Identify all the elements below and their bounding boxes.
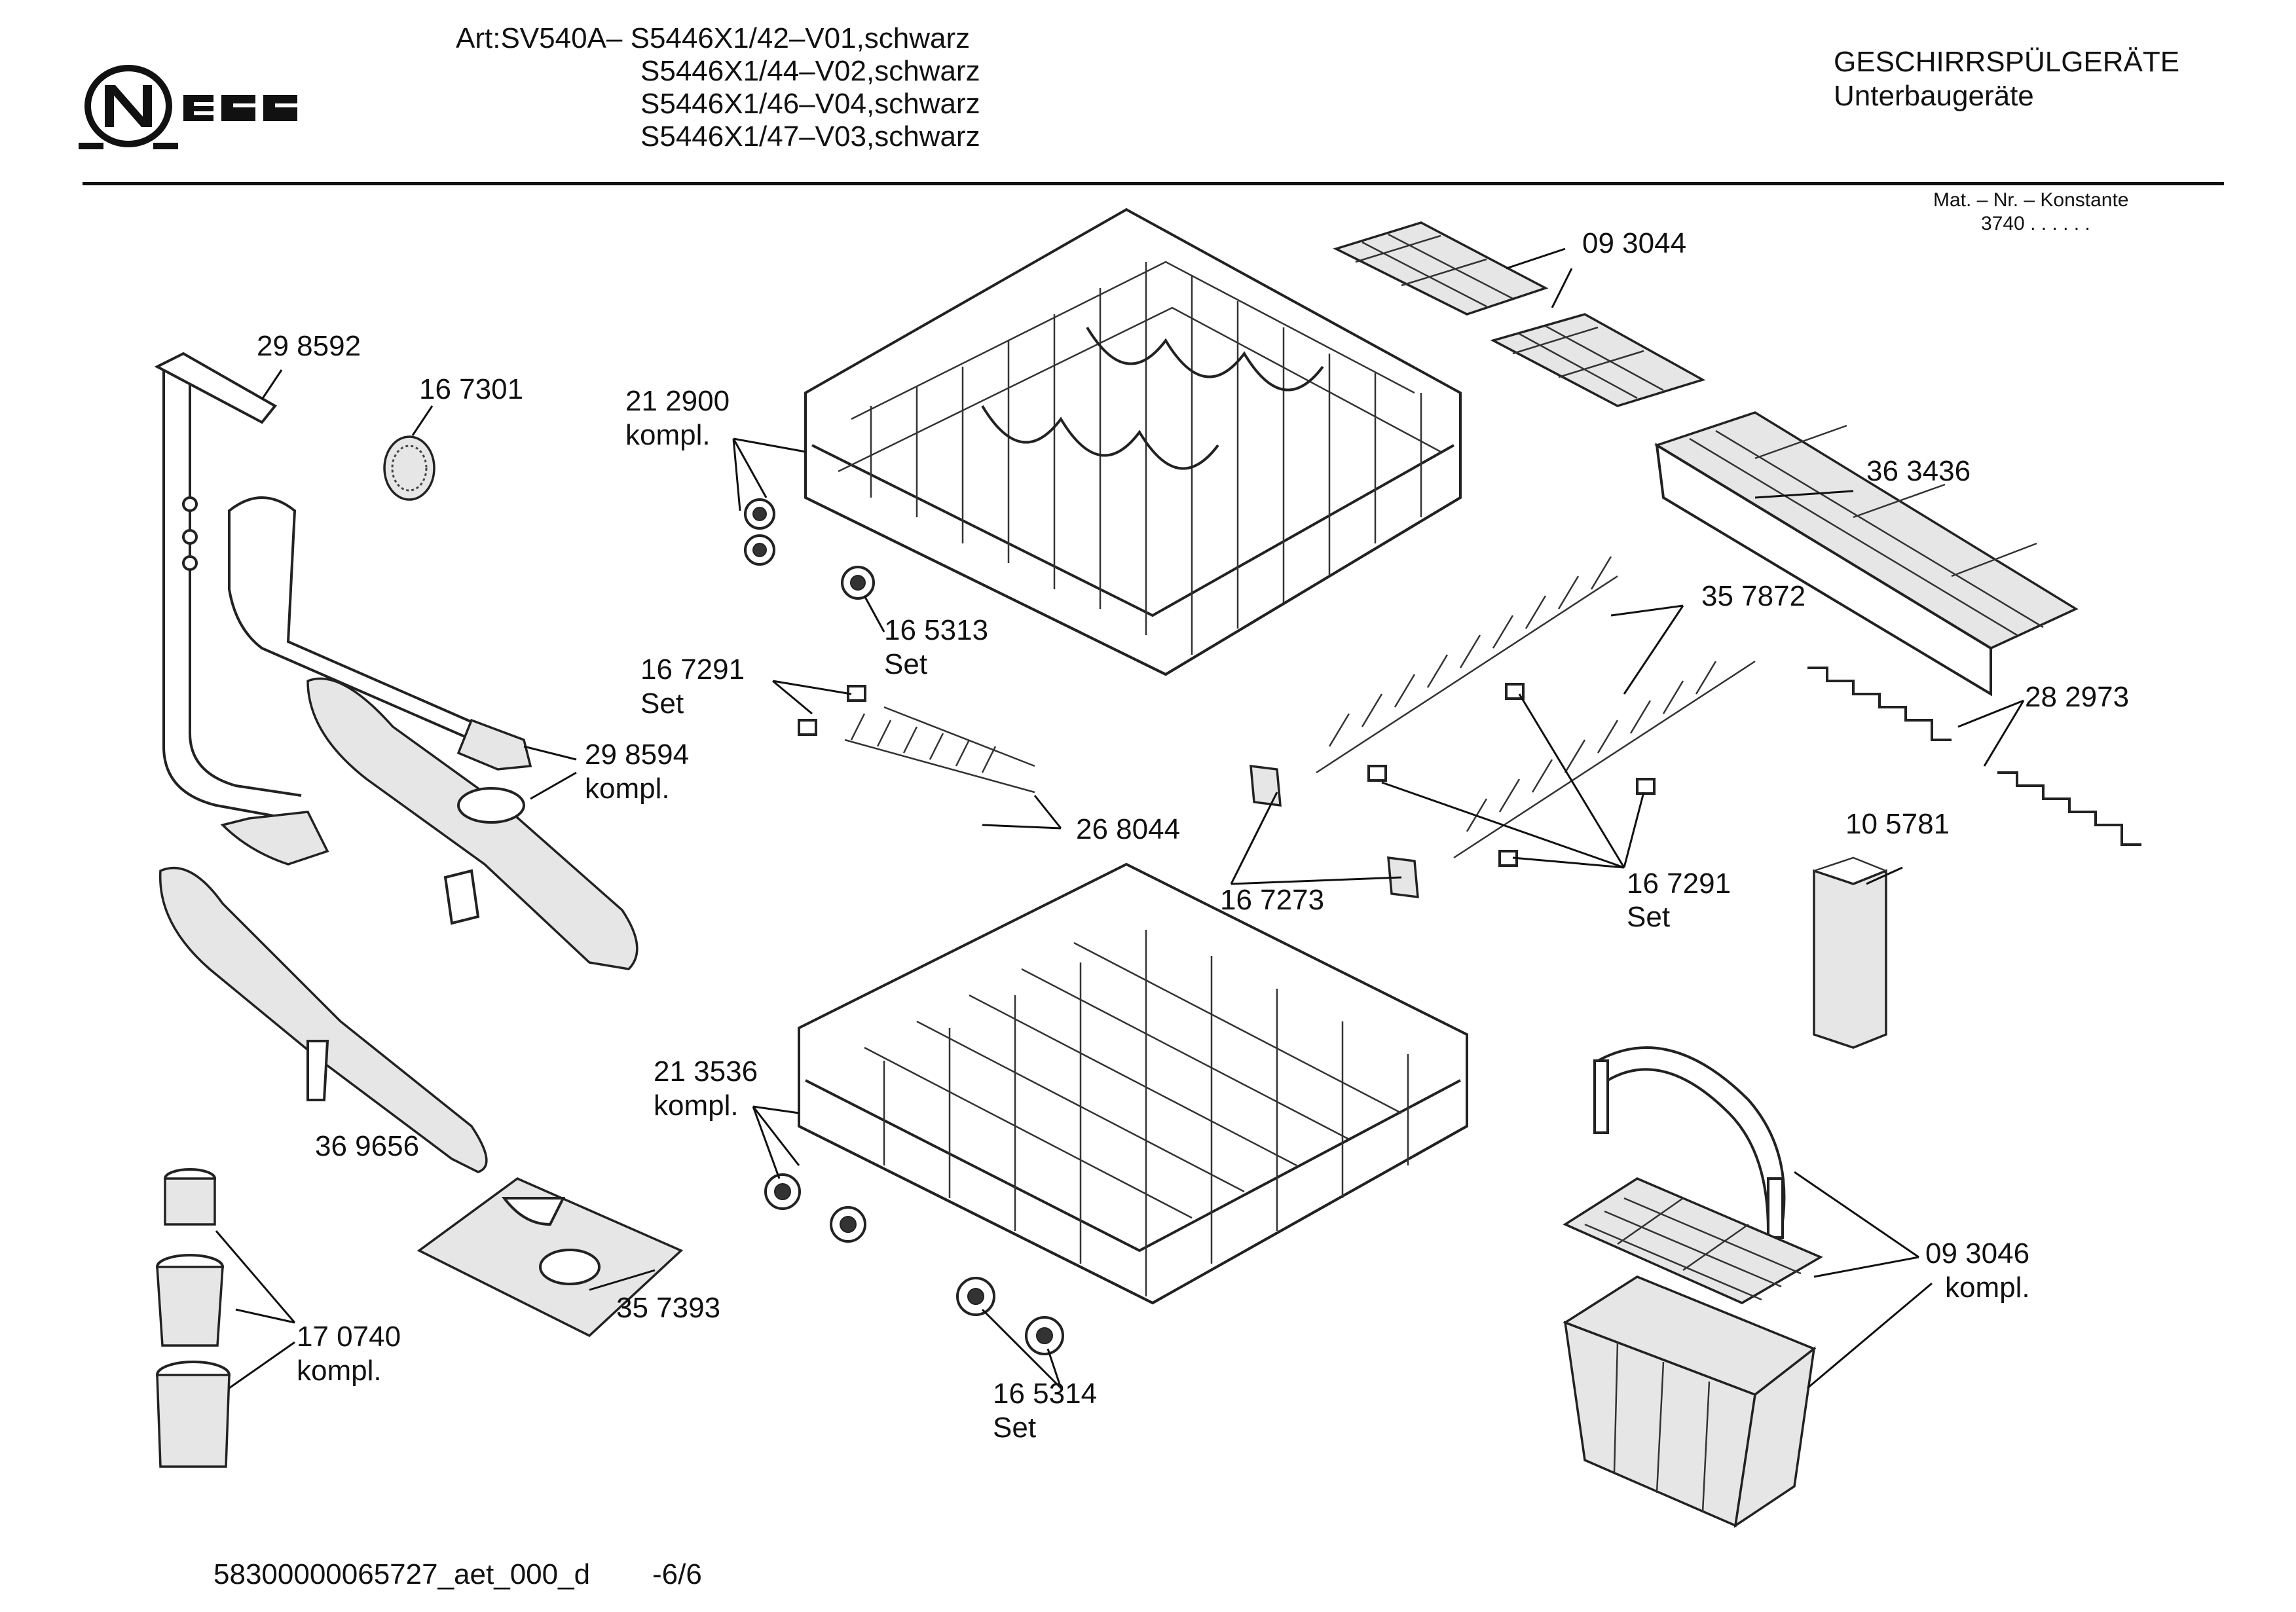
basket-height-adjusters — [1250, 764, 1419, 899]
part-label-105781: 10 5781 — [1845, 808, 1950, 840]
cup-shelf-lower — [1490, 313, 1706, 407]
filter-cap-part — [383, 435, 435, 501]
part-label-170740: 17 0740 — [297, 1321, 401, 1353]
filter-plate — [417, 1177, 684, 1338]
category-title: GESCHIRRSPÜLGERÄTE — [1834, 46, 2180, 78]
part-label-212900: 21 2900 — [625, 385, 730, 417]
cutlery-drawer — [1654, 411, 2079, 697]
part-label-363436: 36 3436 — [1866, 455, 1971, 487]
cutlery-basket-body — [1563, 1275, 1817, 1528]
part-label-165314-sub: Set — [993, 1412, 1037, 1444]
lower-spray-arm — [158, 866, 488, 1173]
part-label-165313: 16 5313 — [884, 614, 989, 646]
article-line-1: Art:SV540A– S5446X1/42–V01,schwarz — [456, 22, 971, 54]
mat-nr-label: Mat. – Nr. – Konstante — [1933, 189, 2129, 211]
neff-logo — [79, 65, 297, 149]
part-label-093046: 09 3046 — [1925, 1237, 2030, 1270]
tine-clips — [798, 683, 1656, 867]
tine-row-lower — [1453, 660, 1756, 859]
cutlery-basket-handle — [1593, 1046, 1786, 1239]
part-label-170740-sub: kompl. — [297, 1355, 382, 1387]
upper-basket — [804, 208, 1462, 676]
part-label-212900-sub: kompl. — [625, 419, 711, 451]
part-label-298594-sub: kompl. — [585, 773, 670, 805]
part-label-167301: 16 7301 — [419, 373, 524, 405]
part-label-167291-a-sub: Set — [640, 687, 684, 720]
leader-lines — [215, 247, 2025, 1389]
part-label-213536: 21 3536 — [654, 1055, 758, 1088]
footer-page-number: -6/6 — [652, 1558, 702, 1590]
part-label-298594: 29 8594 — [585, 739, 690, 771]
category-subtitle: Unterbaugeräte — [1834, 80, 2034, 112]
upper-spray-arm — [306, 677, 639, 970]
part-label-298592: 29 8592 — [257, 330, 361, 362]
part-label-369656: 36 9656 — [315, 1130, 420, 1162]
cutlery-basket-lid — [1563, 1177, 1823, 1304]
part-label-167273: 16 7273 — [1220, 884, 1325, 916]
part-label-357393: 35 7393 — [616, 1292, 721, 1324]
part-label-165314: 16 5314 — [993, 1378, 1098, 1410]
part-label-268044: 26 8044 — [1076, 813, 1181, 845]
cutlery-cup — [1813, 856, 1887, 1049]
knife-shelf-steps — [1807, 667, 2141, 846]
part-label-093046-sub: kompl. — [1945, 1272, 2030, 1304]
article-line-3: S5446X1/46–V04,schwarz — [640, 88, 980, 120]
micro-filter-set — [156, 1168, 231, 1468]
part-label-282973: 28 2973 — [2025, 681, 2130, 713]
part-label-093044: 09 3044 — [1582, 227, 1687, 259]
part-label-213536-sub: kompl. — [654, 1090, 739, 1122]
tine-row-upper — [1316, 556, 1618, 774]
lower-basket-rollers — [764, 1173, 1064, 1355]
part-label-167291-b-sub: Set — [1627, 901, 1671, 933]
header-rule — [83, 182, 2224, 185]
part-label-167291-a: 16 7291 — [640, 653, 745, 686]
article-line-2: S5446X1/44–V02,schwarz — [640, 55, 980, 87]
lower-basket — [798, 862, 1468, 1305]
article-line-4: S5446X1/47–V03,schwarz — [640, 120, 980, 153]
cup-shelf-upper — [1333, 221, 1549, 316]
tine-row-small — [844, 706, 1035, 794]
footer-doc-id: 58300000065727_aet_000_d — [213, 1558, 591, 1590]
mat-nr-value: 3740 . . . . . . — [1981, 213, 2090, 234]
spray-arm-supply-pipe — [154, 352, 329, 866]
part-label-167291-b: 16 7291 — [1627, 868, 1731, 900]
part-label-357872: 35 7872 — [1701, 580, 1806, 612]
part-label-165313-sub: Set — [884, 648, 928, 680]
upper-spray-tube — [228, 496, 532, 771]
upper-basket-rollers — [744, 498, 875, 600]
